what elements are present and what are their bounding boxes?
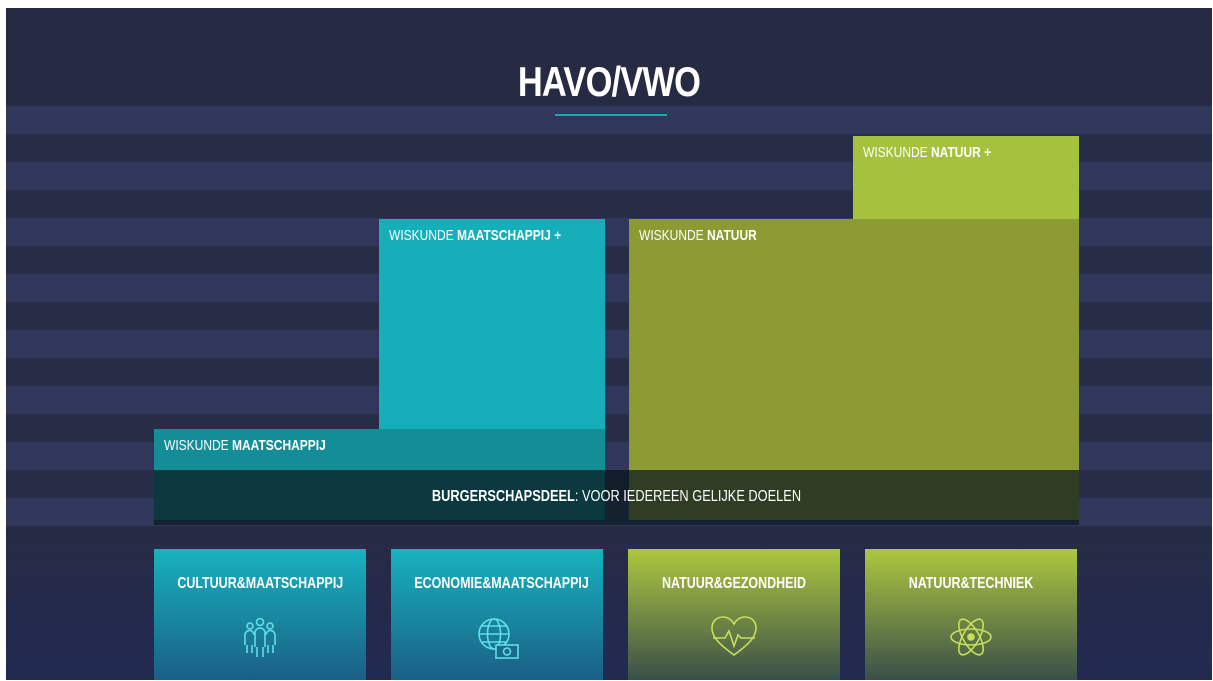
block-label: WISKUNDE MAATSCHAPPIJ + [389,227,562,244]
atom-icon [946,613,996,661]
page-title: HAVO/VWO [517,58,701,105]
title-underline [555,114,667,116]
block-wiskunde-maatschappij-plus: WISKUNDE MAATSCHAPPIJ + [379,219,605,429]
profile-natuur-techniek[interactable]: NATUUR&TECHNIEK [865,549,1077,680]
heart-pulse-icon [709,613,759,661]
block-wiskunde-natuur-plus: WISKUNDE NATUUR + [853,136,1079,219]
profile-label: NATUUR&TECHNIEK [908,575,1034,592]
burgerschapsdeel-bar: BURGERSCHAPSDEEL: VOOR IEDEREEN GELIJKE … [154,470,1079,525]
profile-natuur-gezondheid[interactable]: NATUUR&GEZONDHEID [628,549,840,680]
block-wiskunde-natuur: WISKUNDE NATUUR [629,219,1079,520]
profile-label: NATUUR&GEZONDHEID [662,575,806,592]
profile-label: CULTUUR&MAATSCHAPPIJ [177,575,344,592]
block-label: WISKUNDE MAATSCHAPPIJ [164,437,326,454]
people-group-icon [235,613,285,661]
block-label: WISKUNDE NATUUR + [863,144,992,161]
profile-cultuur-maatschappij[interactable]: CULTUUR&MAATSCHAPPIJ [154,549,366,680]
slide: HAVO/VWO WISKUNDE NATUUR + WISKUNDE MAAT… [6,8,1212,680]
profile-economie-maatschappij[interactable]: ECONOMIE&MAATSCHAPPIJ [391,549,603,680]
profile-label: ECONOMIE&MAATSCHAPPIJ [414,575,589,592]
burgerschapsdeel-label: BURGERSCHAPSDEEL: VOOR IEDEREEN GELIJKE … [431,488,802,505]
block-label: WISKUNDE NATUUR [639,227,757,244]
globe-money-icon [472,613,522,661]
